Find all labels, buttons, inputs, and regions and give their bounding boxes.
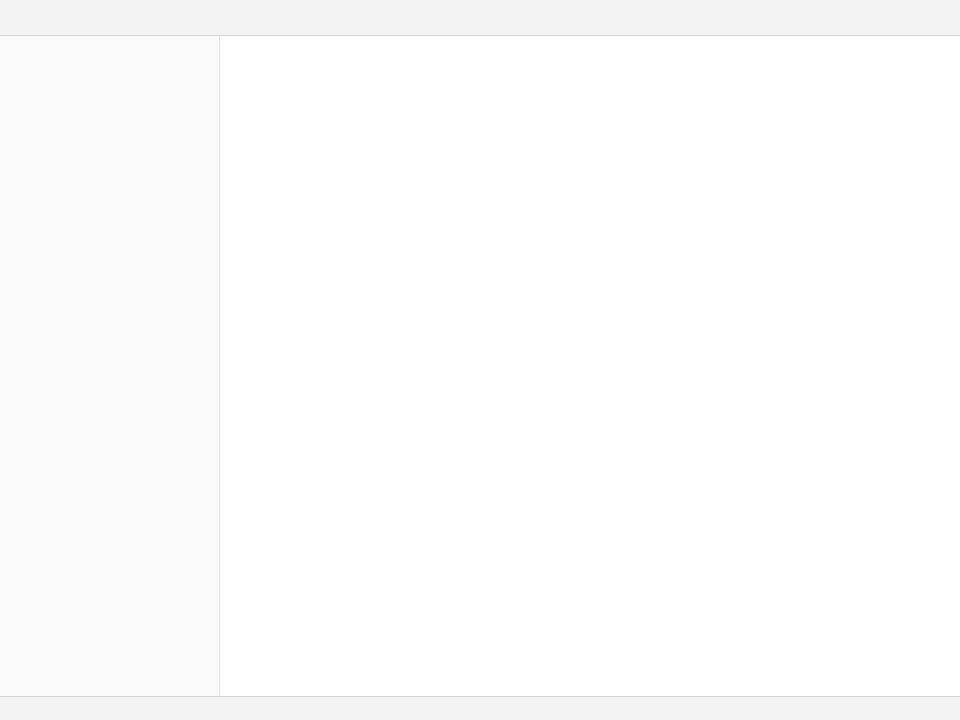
title-bar <box>0 0 960 36</box>
main-area <box>0 36 960 696</box>
status-bar <box>0 696 960 720</box>
content-pane <box>220 36 960 696</box>
sidebar <box>0 36 220 696</box>
